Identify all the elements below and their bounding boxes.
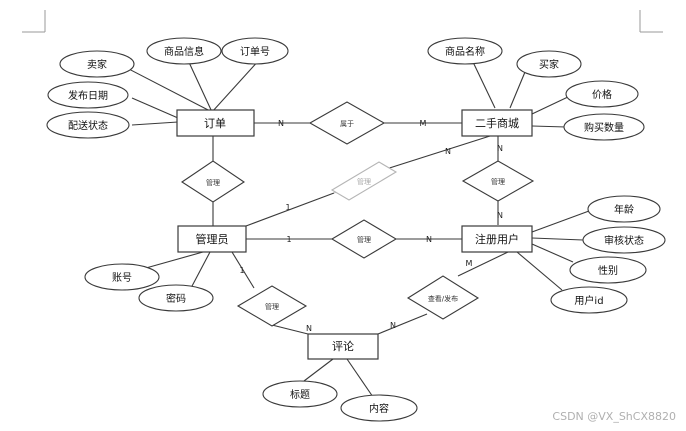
attribute-age: 年龄 <box>587 195 661 223</box>
cardinality-belongs-mall: M <box>420 119 427 128</box>
entity-order-label: 订单 <box>204 117 226 130</box>
relationship-belongs-label: 属于 <box>340 120 354 128</box>
attribute-delivery-status-label: 配送状态 <box>68 119 108 132</box>
attribute-seller: 卖家 <box>59 50 135 78</box>
cardinality-admin-user-user-side: N <box>426 235 432 244</box>
attribute-review-status-label: 审核状态 <box>604 234 644 247</box>
attribute-content: 内容 <box>340 394 418 422</box>
page-corner-marks <box>22 10 663 33</box>
attribute-review-status: 审核状态 <box>582 226 666 254</box>
attribute-purchase-qty: 购买数量 <box>563 113 645 141</box>
cardinality-labels: N M 1 N N N 1 N 1 N M N <box>239 119 503 333</box>
cardinality-admin-user-admin-side: 1 <box>286 235 291 244</box>
relationship-manage-mall: 管理 <box>461 160 535 202</box>
attribute-age-label: 年龄 <box>614 203 634 216</box>
attribute-buyer: 买家 <box>516 50 582 78</box>
attribute-buyer-label: 买家 <box>539 58 559 71</box>
relationship-view-post-label: 查看/发布 <box>428 294 458 303</box>
relationship-manage-comment-label: 管理 <box>265 302 279 311</box>
attribute-user-id-label: 用户id <box>574 294 603 307</box>
attribute-seller-label: 卖家 <box>87 58 107 71</box>
entity-comment-label: 评论 <box>332 339 354 353</box>
attribute-account-label: 账号 <box>112 272 132 284</box>
watermark: CSDN @VX_ShCX8820 <box>552 410 676 423</box>
attribute-goods-name: 商品名称 <box>427 37 503 65</box>
attribute-title: 标题 <box>262 380 338 408</box>
attribute-price: 价格 <box>565 80 639 108</box>
entity-comment: 评论 <box>307 333 379 360</box>
attribute-gender: 性别 <box>569 256 647 284</box>
relationship-view-post: 查看/发布 <box>406 275 480 320</box>
entity-mall-label: 二手商城 <box>475 116 519 130</box>
attribute-account: 账号 <box>84 263 160 291</box>
cardinality-admin-mall-mall-side: N <box>445 147 451 156</box>
relationship-manage-order-label: 管理 <box>206 178 220 187</box>
entity-admin: 管理员 <box>177 225 247 253</box>
cardinality-user-comment-user-side: M <box>466 259 473 268</box>
attribute-order-no-label: 订单号 <box>240 46 270 58</box>
attribute-price-label: 价格 <box>592 88 612 101</box>
entity-user: 注册用户 <box>461 225 533 253</box>
relationship-belongs: 属于 <box>308 101 386 145</box>
relationship-manage-mall-label: 管理 <box>491 177 505 186</box>
cardinality-admin-comment-comment-side: N <box>306 324 312 333</box>
attribute-publish-date-label: 发布日期 <box>68 89 108 102</box>
attribute-goods-info: 商品信息 <box>146 37 222 65</box>
attribute-order-no: 订单号 <box>221 37 289 65</box>
entity-admin-label: 管理员 <box>196 232 229 246</box>
relationship-manage-order: 管理 <box>181 160 245 203</box>
attribute-password-label: 密码 <box>166 292 186 305</box>
entity-mall: 二手商城 <box>461 109 533 137</box>
attribute-user-id: 用户id <box>550 286 628 314</box>
attribute-goods-name-label: 商品名称 <box>445 45 485 58</box>
attribute-purchase-qty-label: 购买数量 <box>584 121 624 134</box>
cardinality-mall-rel-top: N <box>497 144 503 153</box>
cardinality-mall-rel-bottom: N <box>497 211 503 220</box>
relationship-manage-mall-admin-label: 管理 <box>357 177 371 186</box>
relationship-manage-user: 管理 <box>330 219 398 259</box>
attribute-gender-label: 性别 <box>598 264 618 277</box>
cardinality-admin-mall-admin-side: 1 <box>285 203 290 212</box>
attribute-goods-info-label: 商品信息 <box>164 45 204 58</box>
relationship-manage-mall-admin: 管理 <box>330 161 398 201</box>
entity-order: 订单 <box>176 109 255 137</box>
cardinality-admin-comment-admin-side: 1 <box>239 266 244 275</box>
cardinality-order-belongs: N <box>278 119 284 128</box>
attribute-delivery-status: 配送状态 <box>46 111 130 139</box>
attribute-password: 密码 <box>138 284 214 312</box>
entity-user-label: 注册用户 <box>475 232 519 246</box>
relationship-manage-user-label: 管理 <box>357 235 371 244</box>
connector-lines <box>122 57 590 398</box>
cardinality-user-comment-comment-side: N <box>390 321 396 330</box>
attribute-content-label: 内容 <box>369 402 389 415</box>
attribute-publish-date: 发布日期 <box>47 81 129 109</box>
attribute-title-label: 标题 <box>290 389 310 401</box>
relationship-manage-comment: 管理 <box>236 285 308 327</box>
